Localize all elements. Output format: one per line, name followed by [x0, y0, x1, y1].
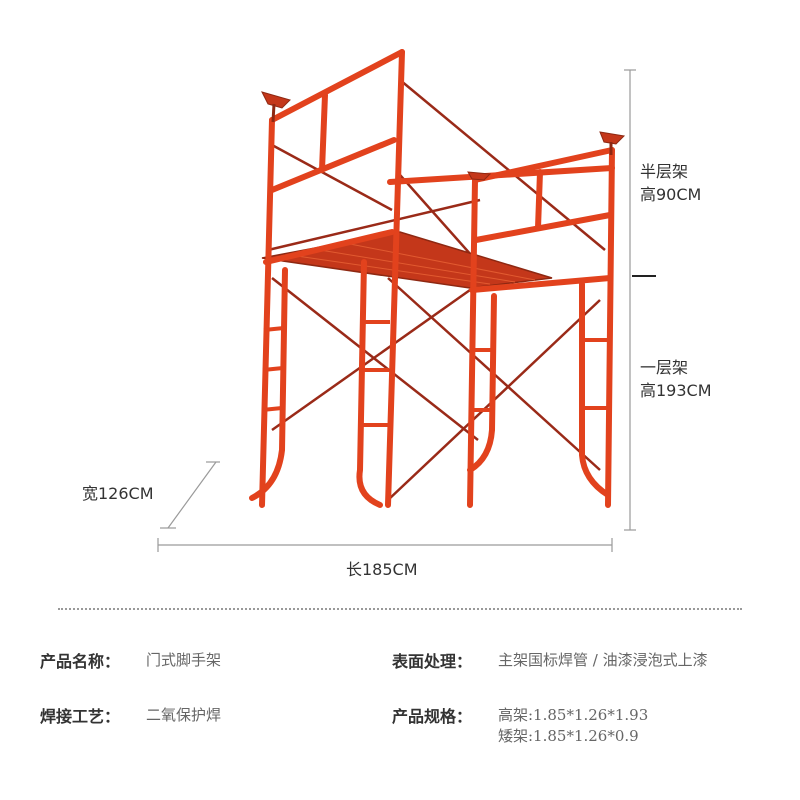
scaffold-illustration — [157, 49, 656, 552]
product-name-value: 门式脚手架 — [146, 651, 222, 669]
welding-process-value: 二氧保护焊 — [146, 706, 222, 724]
half-frame-label: 半层架 — [640, 162, 689, 181]
dimension-lines — [157, 69, 636, 552]
first-frame-label: 一层架 — [640, 358, 689, 377]
first-frame-height: 高193CM — [640, 381, 712, 400]
jack-head-right — [599, 131, 626, 145]
jack-head-center — [467, 171, 492, 181]
cross-braces — [267, 79, 606, 501]
jack-head-left — [261, 91, 291, 109]
width-dimension-line — [167, 461, 217, 529]
product-name-key: 产品名称： — [40, 652, 121, 671]
length-label: 长185CM — [346, 560, 418, 579]
half-frame-height: 高90CM — [640, 185, 702, 204]
welding-process-key: 焊接工艺： — [40, 707, 121, 726]
surface-treatment-key: 表面处理： — [392, 652, 473, 671]
surface-treatment-value: 主架国标焊管 / 油漆浸泡式上漆 — [498, 651, 708, 669]
product-spec-key: 产品规格： — [392, 707, 473, 726]
ladder-rungs — [261, 320, 609, 427]
product-spec-low: 矮架:1.85*1.26*0.9 — [498, 727, 639, 745]
product-spec-high: 高架:1.85*1.26*1.93 — [498, 706, 649, 724]
width-label: 宽126CM — [82, 484, 154, 503]
divider — [58, 608, 742, 610]
frame-members — [249, 49, 615, 508]
jack-heads — [261, 91, 626, 181]
